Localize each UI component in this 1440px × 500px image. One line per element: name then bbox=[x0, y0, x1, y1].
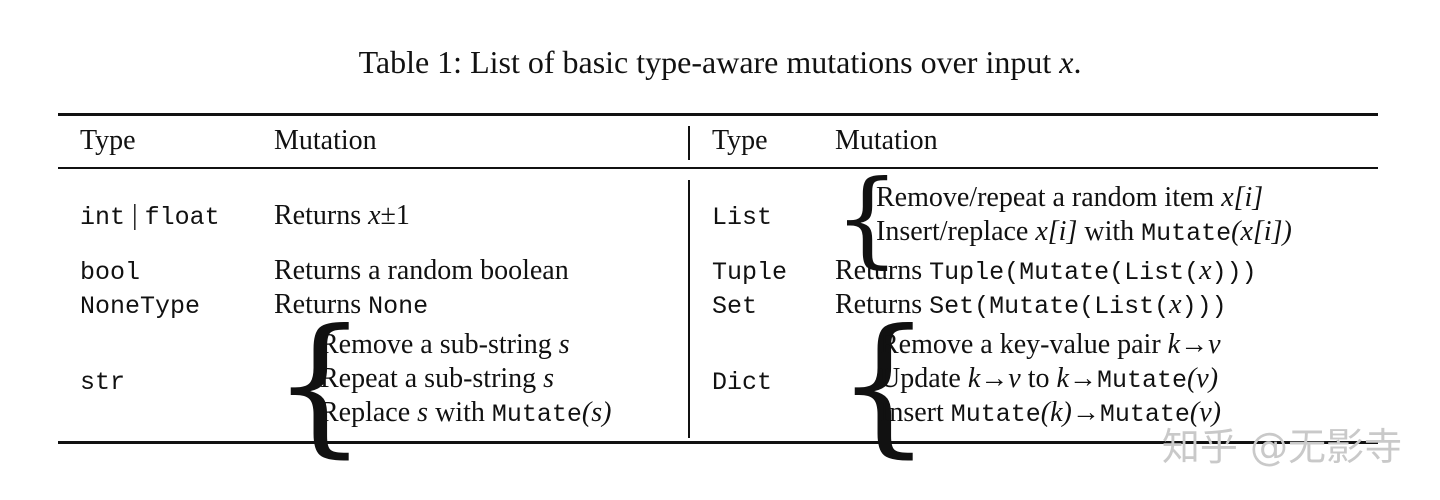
list-brace: { bbox=[834, 157, 901, 279]
type-list: List bbox=[712, 203, 773, 232]
header-mutation-right: Mutation bbox=[835, 125, 938, 156]
type-str: str bbox=[80, 368, 126, 397]
table-caption: Table 1: List of basic type-aware mutati… bbox=[0, 44, 1440, 81]
header-type-right: Type bbox=[712, 125, 768, 156]
mutation-bool: Returns a random boolean bbox=[274, 255, 569, 286]
mutation-nonetype: Returns None bbox=[274, 289, 429, 321]
type-dict: Dict bbox=[712, 368, 773, 397]
mutation-dict-line-1: Remove a key-value pair k→v bbox=[880, 329, 1221, 360]
watermark: 知乎 @无影寺 bbox=[1161, 425, 1402, 469]
top-rule bbox=[58, 113, 1378, 116]
mutation-str-line-3: Replace s with Mutate(s) bbox=[320, 397, 612, 429]
bottom-rule bbox=[58, 441, 1378, 444]
header-column-divider bbox=[688, 126, 690, 160]
mutation-str-line-2: Repeat a sub-string s bbox=[320, 363, 555, 394]
type-bool: bool bbox=[80, 258, 141, 287]
type-int-float: int | float bbox=[80, 200, 220, 232]
mutation-set: Returns Set(Mutate(List(x))) bbox=[835, 289, 1227, 321]
header-rule bbox=[58, 167, 1378, 169]
type-set: Set bbox=[712, 292, 758, 321]
caption-suffix: . bbox=[1073, 44, 1082, 80]
body-column-divider bbox=[688, 180, 690, 438]
str-brace: { bbox=[272, 298, 368, 472]
header-mutation-left: Mutation bbox=[274, 125, 377, 156]
type-tuple: Tuple bbox=[712, 258, 788, 287]
header-type-left: Type bbox=[80, 125, 136, 156]
dict-brace: { bbox=[836, 298, 932, 472]
caption-prefix: Table 1: List of basic type-aware mutati… bbox=[358, 44, 1060, 80]
mutation-list-line-1: Remove/repeat a random item x[i] bbox=[876, 182, 1264, 213]
type-nonetype: NoneType bbox=[80, 292, 201, 321]
mutation-int-float: Returns x±1 bbox=[274, 200, 410, 231]
mutation-dict-line-3: Insert Mutate(k)→Mutate(v) bbox=[880, 397, 1221, 429]
mutation-tuple: Returns Tuple(Mutate(List(x))) bbox=[835, 255, 1257, 287]
caption-var: x bbox=[1059, 44, 1074, 80]
mutation-str-line-1: Remove a sub-string s bbox=[320, 329, 570, 360]
mutation-dict-line-2: Update k→v to k→Mutate(v) bbox=[880, 363, 1219, 395]
mutation-list-line-2: Insert/replace x[i] with Mutate(x[i]) bbox=[876, 216, 1292, 248]
